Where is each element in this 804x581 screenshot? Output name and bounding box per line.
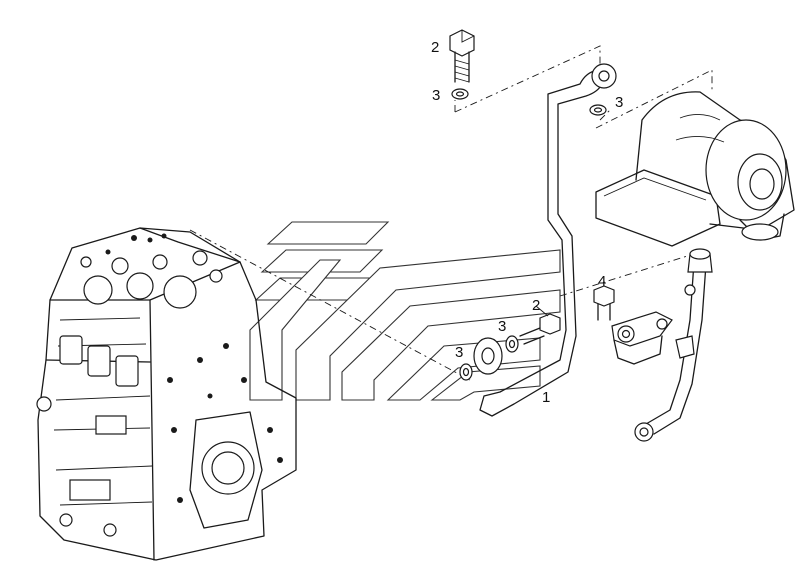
- callout-leader: [535, 305, 549, 317]
- callout-washer-mid: 3: [498, 318, 506, 335]
- engine-block: [36, 227, 297, 561]
- callout-bracket-bolt: 4: [598, 273, 606, 290]
- lower-washer-b: [459, 363, 473, 381]
- top-banjo-bolt: [449, 29, 475, 83]
- return-hose: [634, 248, 713, 442]
- pipe-clamp-bracket: [611, 311, 673, 365]
- callout-washer-turbo: 3: [615, 94, 623, 111]
- lower-banjo-bolt: [519, 313, 561, 345]
- callout-washer-top: 3: [432, 87, 440, 104]
- lower-washer-a: [505, 335, 519, 353]
- turbo-washer: [589, 104, 607, 116]
- watermark-logo: [249, 221, 561, 401]
- callout-washer-low: 3: [455, 344, 463, 361]
- callout-pipe: 1: [542, 389, 550, 406]
- bracket-bolt: [593, 285, 615, 321]
- lower-banjo-eye: [473, 337, 503, 375]
- callout-bolt-mid: 2: [532, 297, 540, 314]
- oil-feed-pipe: [479, 63, 617, 417]
- turbocharger: [595, 91, 795, 247]
- top-washer: [451, 88, 469, 100]
- callout-bolt-top: 2: [431, 39, 439, 56]
- leader-lines: [189, 45, 713, 381]
